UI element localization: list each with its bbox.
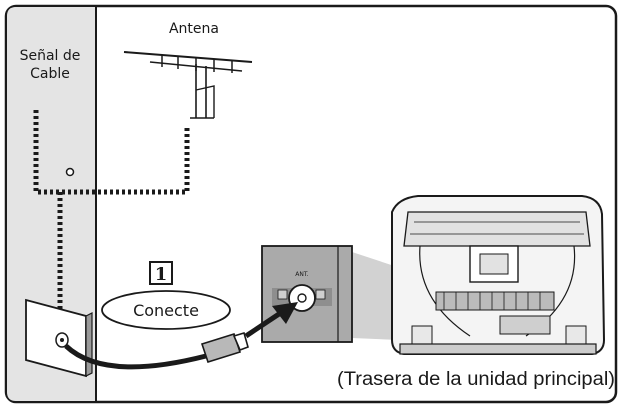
antenna-jack-panel: ANT.: [261, 245, 353, 343]
step-number-badge: 1: [149, 261, 173, 285]
antenna-label: Antena: [169, 21, 219, 37]
svg-text:1: 1: [155, 264, 168, 285]
svg-text:ANT.: ANT.: [295, 271, 309, 278]
wall-outlet-icon: [25, 298, 93, 378]
connect-arrow-icon: [244, 302, 298, 339]
step-action-label: Conecte: [101, 290, 231, 330]
coaxial-cable: [64, 344, 207, 370]
tv-rear-unit: [391, 195, 606, 355]
splitter-point: [65, 167, 75, 177]
antenna-icon: [123, 51, 253, 119]
rear-unit-caption: (Trasera de la unidad principal): [337, 369, 615, 390]
svg-text:Conecte: Conecte: [133, 301, 199, 320]
cable-signal-label-line1: Señal de: [20, 48, 81, 64]
cable-signal-label-line2: Cable: [30, 66, 70, 82]
cable-plug-icon: [200, 332, 249, 363]
signal-cable-lines: [33, 110, 190, 318]
